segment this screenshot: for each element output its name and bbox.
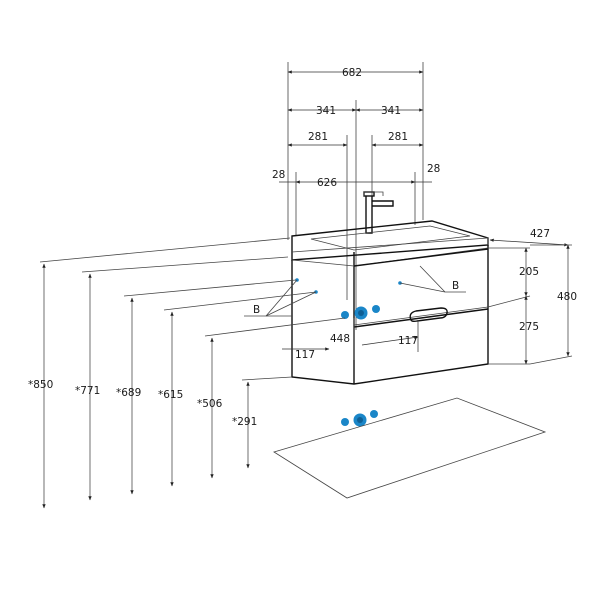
dim-427-label: 427	[530, 228, 550, 240]
connection-points-wall	[341, 305, 380, 320]
dim-117-right-label: 117	[398, 335, 418, 347]
floor-plane	[273, 397, 547, 499]
connection-dot-right	[372, 305, 380, 313]
dim-height-291: *291	[232, 376, 293, 469]
connection-points-floor	[341, 410, 378, 427]
dim-281-right-label: 281	[388, 131, 408, 143]
dim-626-label: 626	[317, 177, 337, 189]
dim-28-left-label: 28	[272, 169, 285, 181]
label-b-right: B	[452, 280, 459, 292]
dim-height-850: *850	[28, 237, 291, 509]
dim-480-label: 480	[557, 291, 577, 303]
washbasin	[291, 220, 489, 261]
dim-height-689: *689	[116, 279, 297, 495]
dim-689-label: *689	[116, 387, 141, 399]
dim-682-label: 682	[342, 67, 362, 79]
floor-dot-left	[341, 418, 349, 426]
dim-682: 682	[287, 62, 424, 240]
dim-117-left-label: 117	[295, 349, 315, 361]
dim-281-left-label: 281	[308, 131, 328, 143]
dim-281-pair: 281 281	[287, 131, 424, 300]
dim-291-label: *291	[232, 416, 257, 428]
dim-850-label: *850	[28, 379, 53, 391]
floor-dot-right	[370, 410, 378, 418]
dim-height-506: *506	[197, 317, 346, 479]
dim-205-275: 205 275	[487, 247, 539, 365]
dim-28-right-label: 28	[427, 163, 440, 175]
dim-480: 480	[529, 244, 577, 365]
dim-205-label: 205	[519, 266, 539, 278]
dim-341-pair: 341 341	[287, 100, 424, 330]
dim-448-label: 448	[330, 333, 350, 345]
dim-448-117: 448 117 117	[282, 318, 419, 361]
label-b-left: B	[253, 304, 260, 316]
dim-341-right-label: 341	[381, 105, 401, 117]
mounting-holes: B B	[244, 265, 466, 317]
dim-275-label: 275	[519, 321, 539, 333]
dim-626-with-28: 626 28 28	[272, 163, 440, 236]
dim-height-615: *615	[158, 291, 317, 487]
connection-dot-left	[341, 311, 349, 319]
dim-341-left-label: 341	[316, 105, 336, 117]
cabinet-body	[291, 245, 489, 385]
dim-427-depth: 427	[487, 228, 569, 247]
dim-height-771: *771	[75, 256, 289, 501]
dim-771-label: *771	[75, 385, 100, 397]
dim-615-label: *615	[158, 389, 183, 401]
dim-506-label: *506	[197, 398, 223, 410]
